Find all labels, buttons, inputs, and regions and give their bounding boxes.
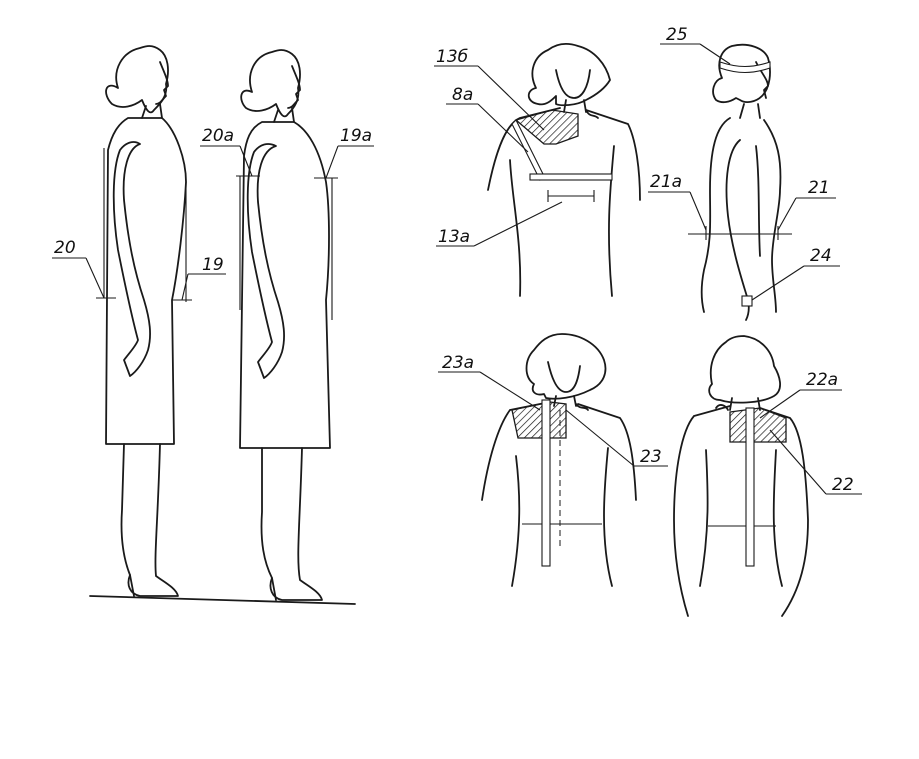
label-19a: 19а [340,126,372,146]
marker-25: 25 [660,25,731,65]
figure-front-bottom [481,333,637,587]
marker-8a: 8а [446,85,529,153]
tape-13a [529,173,613,181]
tape-24 [741,295,753,307]
label-13b: 13б [436,47,468,67]
figure-back-bottom [673,335,809,617]
label-22a: 22а [806,370,838,390]
label-25: 25 [666,25,688,45]
marker-20: 20 [52,148,116,299]
marker-13b: 13б [434,47,545,131]
marker-19a: 19а [314,126,374,320]
label-8a: 8а [452,85,473,105]
marker-23a: 23а [438,353,541,411]
ground-line [89,595,356,605]
label-24: 24 [810,246,832,266]
figure-side-2 [239,49,331,601]
label-21a: 21а [650,172,682,192]
marker-24: 24 [751,246,840,301]
label-19: 19 [202,255,224,275]
tape-22 [745,407,755,567]
label-13a: 13а [438,227,470,247]
marker-20a: 20а [200,126,260,310]
tape-25 [719,61,771,74]
marker-22a: 22а [759,370,842,419]
shoulder-hatch-22a [729,407,787,443]
label-22: 22 [832,475,854,495]
label-20: 20 [54,238,76,258]
label-20a: 20а [202,126,234,146]
marker-19: 19 [172,182,226,302]
label-21: 21 [808,178,830,198]
figure-front-top [487,43,641,297]
label-23a: 23а [442,353,474,373]
marker-13a: 13а [436,201,563,247]
marker-21a: 21а [648,172,707,231]
figure-side-1 [105,45,187,597]
tape-23 [541,399,551,567]
marker-21: 21 [777,178,836,231]
marker-23: 23 [565,409,668,467]
marker-22: 22 [769,429,862,495]
figure-side-top [688,43,792,321]
label-23: 23 [640,447,662,467]
